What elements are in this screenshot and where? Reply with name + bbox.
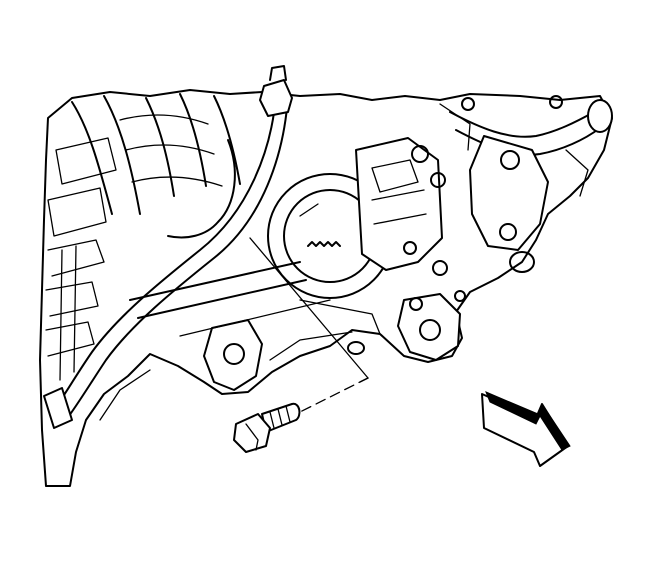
bracket-bolt: [549, 95, 563, 109]
bracket-rib: [565, 149, 589, 197]
oil-pan-rail: [129, 261, 301, 301]
block-rib: [59, 249, 63, 381]
actuator-detail: [373, 213, 427, 225]
right-bracket: [469, 135, 549, 251]
arrow-shade: [485, 391, 571, 451]
bracket-bolt: [500, 150, 520, 170]
block-edge: [299, 299, 381, 335]
oil-pan-rail: [179, 299, 331, 337]
hose-fitting: [587, 99, 613, 133]
coolant-hose: [449, 111, 595, 138]
intake-runner: [213, 95, 241, 185]
block-rib: [45, 281, 99, 317]
block-rib: [73, 245, 77, 373]
actuator-fastener: [403, 241, 417, 255]
leader-line: [249, 237, 369, 379]
leader-lines: [249, 237, 369, 413]
block-edge: [99, 369, 151, 421]
bolt-hole: [347, 341, 365, 355]
block-rib: [47, 239, 105, 277]
mount-stud: [432, 260, 448, 276]
oil-pan-rail: [137, 279, 307, 319]
mount-stud: [409, 297, 423, 311]
intake-runner: [145, 97, 175, 197]
mount-hole: [419, 319, 441, 341]
actuator-fastener: [430, 172, 446, 188]
manifold-rib: [119, 114, 209, 125]
actuator-detail: [371, 189, 425, 201]
actuator-module: [355, 137, 443, 271]
bracket-bolt: [461, 97, 475, 111]
bolt-head-edge: [245, 423, 259, 451]
manifold-rib: [125, 144, 215, 155]
engine-assembly-icon: [39, 65, 613, 487]
sensor-wire: [167, 139, 236, 239]
lower-mount: [203, 319, 263, 391]
bracket-rib: [439, 103, 471, 151]
block-edge: [269, 331, 353, 361]
block-rib: [45, 321, 95, 357]
bolt-icon: [233, 402, 301, 453]
intake-runner: [71, 101, 113, 215]
hose-end: [43, 387, 73, 429]
front-direction-arrow-icon: [481, 391, 571, 467]
harness-connector-tip: [269, 65, 287, 81]
runner-flange: [55, 137, 117, 185]
mount-stud: [454, 290, 466, 302]
actuator-detail: [371, 159, 419, 193]
actuator-fastener: [411, 145, 429, 163]
leader-line: [299, 377, 369, 413]
bracket-bolt: [499, 223, 517, 241]
bolt-thread: [269, 411, 275, 429]
bolt-thread: [285, 405, 291, 423]
mount-hole: [223, 343, 245, 365]
wiring-harness: [65, 95, 289, 421]
harness-connector: [259, 79, 293, 117]
pulley-shaft: [299, 203, 319, 217]
pulley-teeth: [307, 241, 341, 247]
intake-runner: [179, 93, 207, 187]
runner-flange: [47, 187, 107, 237]
wiring-harness: [51, 93, 277, 413]
bolt-thread: [277, 408, 283, 426]
manifold-rib: [131, 176, 223, 187]
bracket-boss: [509, 251, 535, 273]
